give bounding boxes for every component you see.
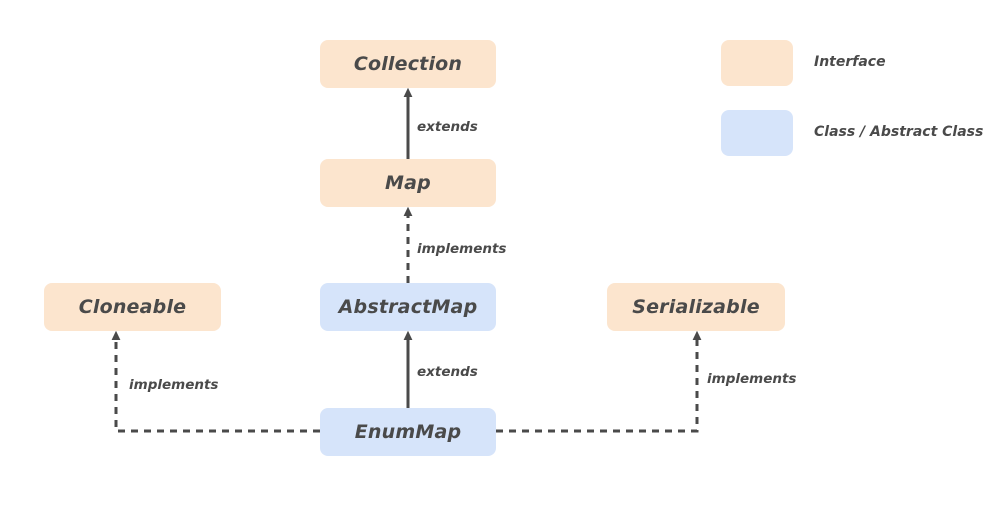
edge-label-enummap-implements-cloneable: implements [129, 377, 219, 393]
legend-label-interface: Interface [814, 54, 886, 70]
node-map[interactable]: Map [320, 159, 496, 207]
node-enummap[interactable]: EnumMap [320, 408, 496, 456]
node-abstractmap[interactable]: AbstractMap [320, 283, 496, 331]
edge-enummap-implements-serializable [496, 330, 702, 433]
node-serializable[interactable]: Serializable [607, 283, 785, 331]
node-cloneable[interactable]: Cloneable [44, 283, 221, 331]
edge-label-map-extends-collection: extends [417, 119, 478, 135]
edge-label-enummap-implements-serializable: implements [707, 371, 797, 387]
edge-label-enummap-extends-abstractmap: extends [417, 364, 478, 380]
legend-label-class: Class / Abstract Class [814, 124, 984, 140]
legend-swatch-class [721, 110, 793, 156]
legend-swatch-interface [721, 40, 793, 86]
node-collection[interactable]: Collection [320, 40, 496, 88]
edge-label-abstractmap-implements-map: implements [417, 241, 507, 257]
